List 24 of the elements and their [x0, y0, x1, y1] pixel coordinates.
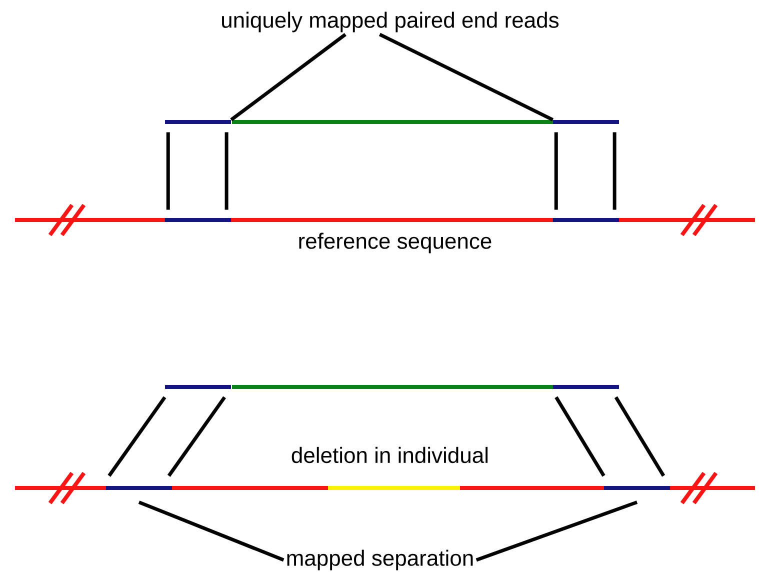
label-text: reference sequence: [299, 232, 492, 254]
connector-line: [224, 132, 228, 210]
leader-line: [378, 32, 554, 122]
read-segment: [165, 218, 231, 222]
read-segment: [165, 120, 231, 124]
leader-line: [476, 500, 638, 562]
leader-line: [230, 33, 346, 122]
read-segment: [165, 385, 231, 389]
read-segment: [553, 385, 619, 389]
label-text: mapped separation: [287, 550, 473, 570]
read-segment: [106, 486, 172, 490]
label-text: uniquely mapped paired end reads: [222, 12, 559, 32]
read-segment: [604, 486, 670, 490]
connector-line: [166, 132, 170, 210]
read-segment: [553, 218, 619, 222]
connector-line: [167, 396, 226, 477]
connector-line: [554, 132, 558, 210]
label-text: deletion in individual: [292, 446, 488, 464]
read-segment: [553, 120, 619, 124]
connector-line: [614, 396, 666, 477]
connector-line: [612, 132, 616, 210]
connector-line: [554, 396, 606, 477]
connector-line: [108, 396, 166, 477]
leader-line: [138, 500, 284, 562]
